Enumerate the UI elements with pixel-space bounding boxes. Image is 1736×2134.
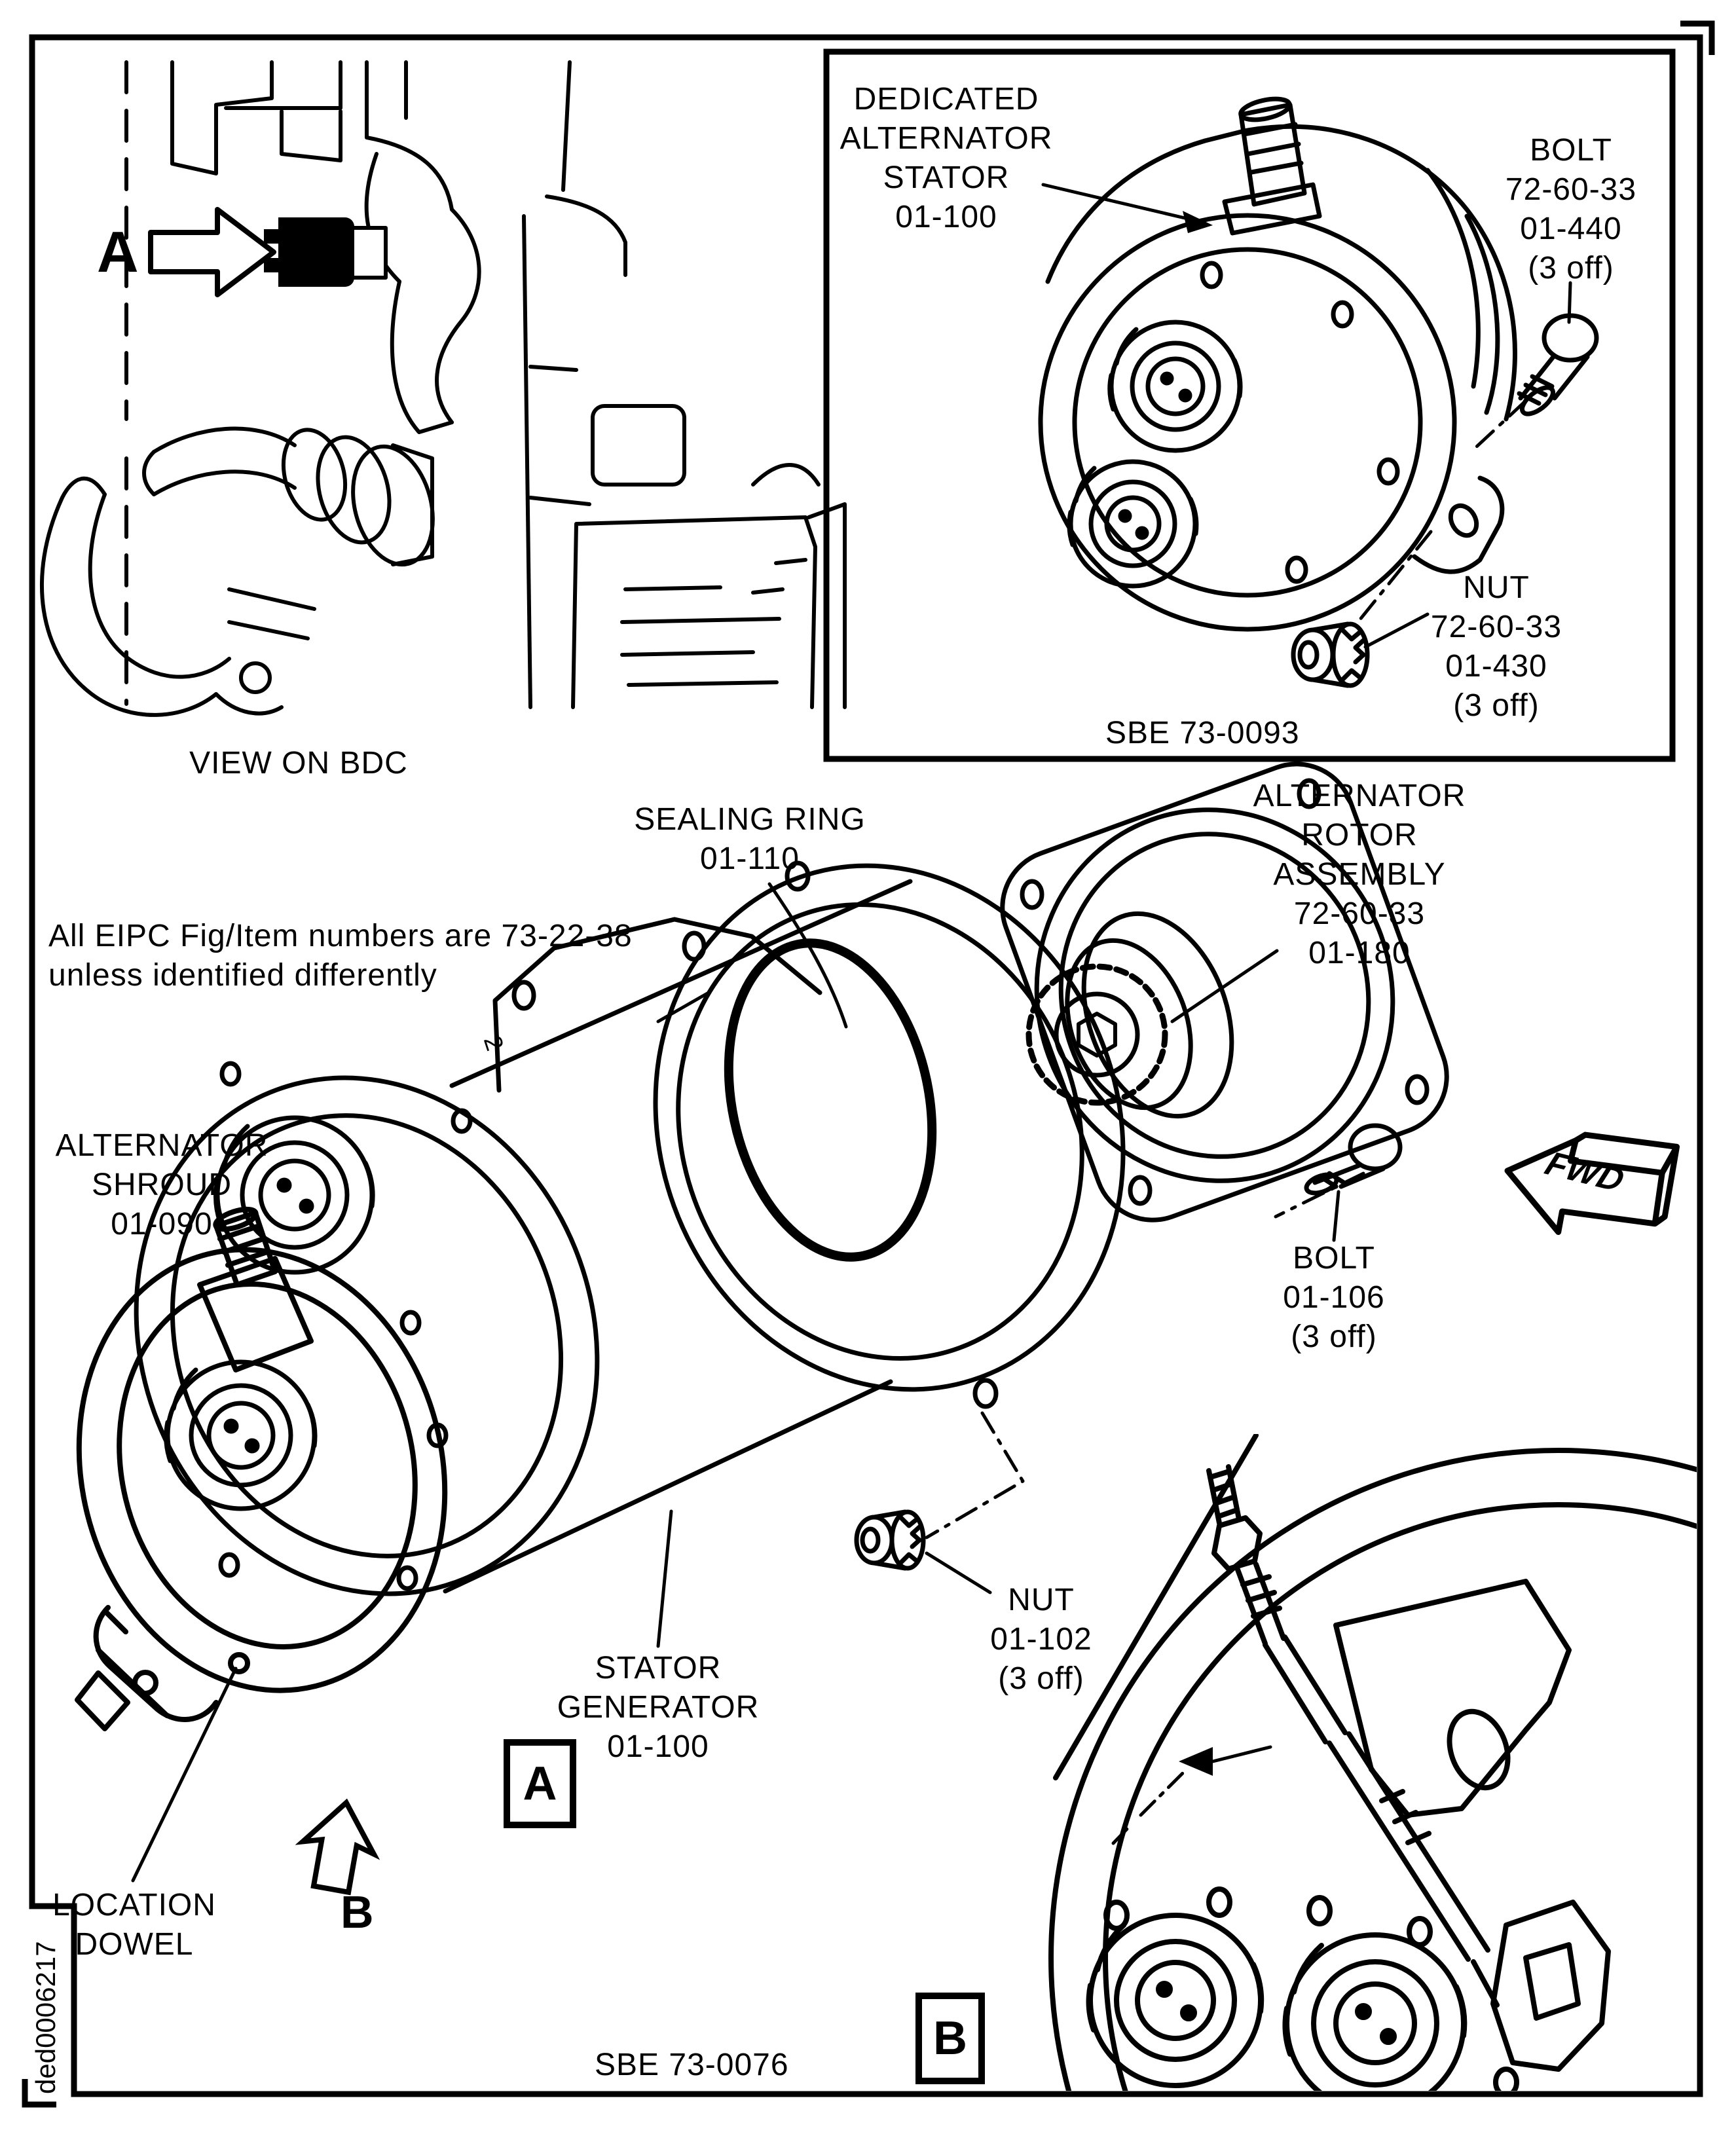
label-line: 72-60-33	[1293, 896, 1426, 931]
label-line: SEALING RING	[634, 802, 866, 837]
a-direction-arrow-icon	[148, 207, 276, 297]
connector-highlight	[264, 217, 388, 287]
main-figure-code: SBE 73-0076	[595, 2048, 789, 2082]
label-line: 01-102	[990, 1622, 1092, 1657]
label-line: (3 off)	[998, 1661, 1084, 1696]
location-dowel-illustration	[228, 1652, 250, 1674]
label-location-dowel: LOCATION DOWEL	[52, 1886, 216, 1964]
label-line: 01-090	[111, 1207, 213, 1242]
b-bracket	[1333, 1579, 1611, 2072]
label-line: 01-110	[700, 841, 800, 876]
inset-detail-box	[823, 48, 1676, 762]
label-line: 01-440	[1520, 212, 1622, 246]
label-dedicated-alternator-stator: DEDICATED ALTERNATOR STATOR 01-100	[840, 80, 1053, 237]
label-line: 01-106	[1283, 1280, 1385, 1315]
exploded-view-illustration	[134, 762, 1449, 1648]
label-line: 01-100	[895, 200, 997, 234]
label-line: (3 off)	[1291, 1319, 1377, 1354]
label-inset-nut: NUT 72-60-33 01-430 (3 off)	[1431, 568, 1562, 726]
inset-alternator-illustration	[1038, 96, 1599, 688]
label-line: 72-60-33	[1430, 610, 1562, 644]
main-nut-illustration	[854, 1509, 926, 1571]
detail-b-marker-box: B	[915, 1993, 985, 2084]
rotor-assembly-illustration	[1000, 762, 1449, 1223]
label-line: BOLT	[1293, 1241, 1375, 1276]
label-line: ASSEMBLY	[1273, 857, 1446, 892]
label-line: 01-430	[1445, 649, 1547, 684]
label-line: 72-60-33	[1505, 172, 1637, 207]
label-line: NUT	[1008, 1583, 1075, 1617]
corner-mark-top-right	[1680, 20, 1715, 55]
view-caption: VIEW ON BDC	[189, 746, 408, 781]
shroud-illustration	[75, 1206, 448, 1883]
label-line: GENERATOR	[557, 1690, 760, 1725]
stator-generator-illustration	[134, 860, 1126, 1596]
label-rotor-assembly: ALTERNATOR ROTOR ASSEMBLY 72-60-33 01-18…	[1253, 777, 1466, 973]
document-id-vertical: ded0006217	[30, 1941, 61, 2094]
label-line: ALTERNATOR	[1253, 779, 1466, 813]
generator-connector-lower	[164, 1359, 318, 1511]
label-line: ALTERNATOR	[55, 1128, 268, 1163]
fwd-arrow-icon	[1504, 1131, 1680, 1236]
b-direction-arrow-icon	[295, 1798, 380, 1896]
marker-b-letter: B	[341, 1886, 374, 1938]
inset-figure-code: SBE 73-0093	[1105, 716, 1300, 750]
detail-a-marker-box: A	[504, 1739, 576, 1828]
inset-connector-upper	[1107, 320, 1243, 453]
engine-view-illustration	[40, 60, 847, 717]
label-line: 01-100	[607, 1729, 709, 1764]
b-connector-left	[1086, 1913, 1265, 2088]
label-line: (3 off)	[1453, 688, 1540, 723]
marker-a-letter: A	[97, 219, 139, 284]
label-line: 01-180	[1308, 936, 1411, 970]
label-stator-generator: STATOR GENERATOR 01-100	[557, 1649, 760, 1767]
label-line: ALTERNATOR	[840, 121, 1053, 156]
label-line: STATOR	[883, 160, 1010, 195]
b-connector-right	[1282, 1932, 1468, 2091]
corner-mark-bottom-left	[22, 2079, 56, 2108]
page-border	[22, 20, 1715, 2108]
label-line: DEDICATED	[853, 82, 1039, 117]
label-line: BOLT	[1530, 133, 1612, 168]
label-inset-bolt: BOLT 72-60-33 01-440 (3 off)	[1505, 131, 1636, 288]
label-line: ROTOR	[1301, 818, 1418, 853]
label-sealing-ring: SEALING RING 01-110	[634, 800, 865, 879]
generator-connector-upper	[213, 1115, 375, 1275]
inset-bolt-illustration	[1517, 313, 1599, 416]
label-line: SHROUD	[91, 1168, 232, 1202]
note-line: All EIPC Fig/Item numbers are 73-22-38	[48, 919, 633, 953]
sealing-ring-illustration	[724, 938, 937, 1262]
b-rod-assembly	[1206, 1464, 1500, 2008]
label-line: NUT	[1463, 570, 1530, 605]
label-line: (3 off)	[1528, 251, 1614, 285]
label-main-bolt: BOLT 01-106 (3 off)	[1283, 1239, 1384, 1357]
label-line: STATOR	[595, 1651, 722, 1685]
label-main-nut: NUT 01-102 (3 off)	[990, 1581, 1092, 1699]
inset-nut-illustration	[1291, 621, 1370, 688]
label-line: LOCATION	[52, 1888, 216, 1922]
main-bolt-illustration	[1304, 1123, 1403, 1196]
inset-stator-stud	[1222, 96, 1322, 236]
note-line: unless identified differently	[48, 958, 437, 993]
label-alternator-shroud: ALTERNATOR SHROUD 01-090	[56, 1126, 268, 1244]
inset-connector-lower	[1067, 459, 1199, 589]
detail-b-illustration	[1048, 1434, 1697, 2091]
eipc-note: All EIPC Fig/Item numbers are 73-22-38 u…	[48, 917, 633, 995]
label-line: DOWEL	[75, 1927, 194, 1962]
